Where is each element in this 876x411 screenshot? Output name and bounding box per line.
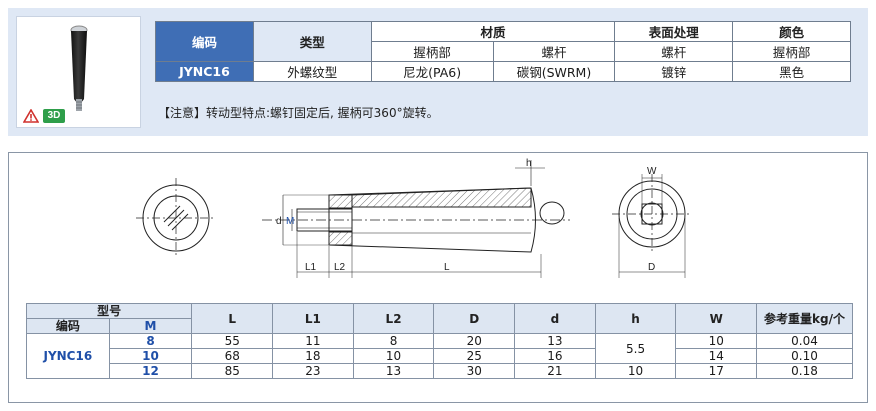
dim-code-value[interactable]: JYNC16 [26,333,110,379]
label-D: D [648,262,655,273]
dim-col-weight: 参考重量kg/个 [756,303,853,334]
dim-D-value: 25 [433,348,516,364]
label-d: d [276,216,282,227]
dim-d-value: 21 [514,363,596,379]
table-row: JYNC16 8 55 11 8 20 13 5.5 10 0.04 [26,333,853,379]
dim-weight-value: 0.10 [756,348,853,364]
spec-type-value: 外螺纹型 [252,61,372,82]
dim-weight-value: 0.04 [756,333,853,349]
dim-d-value: 13 [514,333,596,349]
3d-model-button[interactable]: 3D [43,109,65,123]
side-view [262,160,570,278]
spec-code-header: 编码 [155,21,254,62]
label-h: h [526,158,532,169]
label-L1: L1 [305,262,317,273]
label-M: M [286,216,294,227]
spec-code-value[interactable]: JYNC16 [155,61,254,82]
dim-L2-value: 10 [352,348,435,364]
spec-type-header: 类型 [252,21,372,62]
dim-h-value: 10 [594,363,677,379]
spec-sub-grip-color: 握柄部 [732,41,851,62]
dim-L1-value: 11 [272,333,354,349]
dim-col-W: W [675,303,758,334]
dim-W-value: 14 [675,348,758,364]
dim-D-value: 20 [433,333,516,349]
label-L2: L2 [334,262,346,273]
dim-col-d: d [514,303,596,334]
dim-m-header: M [108,318,193,334]
dim-m-value[interactable]: 12 [108,363,193,379]
spec-surface-header: 表面处理 [614,21,734,42]
dim-m-value[interactable]: 8 [108,333,193,349]
dim-h-value: 5.5 [594,333,677,364]
product-photo: 3D [16,16,141,128]
dim-code-header: 编码 [26,318,110,334]
dim-W-value: 17 [675,363,758,379]
dim-L-value: 68 [191,348,274,364]
spec-sub-grip: 握柄部 [370,41,494,62]
dim-col-L2: L2 [352,303,435,334]
dim-m-value[interactable]: 10 [108,348,193,364]
dim-W-value: 10 [675,333,758,349]
dim-d-value: 16 [514,348,596,364]
label-L: L [444,262,450,273]
handle-photo-image [70,25,88,111]
spec-grip-material: 尼龙(PA6) [370,61,494,82]
dim-D-value: 30 [433,363,516,379]
dim-L-value: 85 [191,363,274,379]
dim-weight-value: 0.18 [756,363,853,379]
dim-model-header: 型号 [25,303,193,319]
table-row: 12 85 23 13 30 21 10 17 0.18 [27,363,853,379]
dim-L2-value: 13 [352,363,435,379]
dim-col-h: h [594,303,677,334]
dim-col-L: L [191,303,274,334]
spec-color-value: 黑色 [732,61,851,82]
end-view-right [612,174,692,278]
spec-material-header: 材质 [370,21,616,42]
table-row: 10 68 18 10 25 16 14 0.10 [27,348,853,364]
dimension-table: 型号 L L1 L2 D d h W 参考重量kg/个 编码 M JYNC16 … [25,303,853,379]
dim-col-D: D [433,303,516,334]
spec-table: 编码 类型 材质 表面处理 颜色 握柄部 螺杆 螺杆 握柄部 JYNC16 外螺… [155,21,851,82]
note-text: 【注意】转动型特点:螺钉固定后, 握柄可360°旋转。 [158,106,439,120]
dim-col-L1: L1 [272,303,354,334]
spec-screw-material: 碳钢(SWRM) [492,61,616,82]
label-W: W [647,166,657,177]
spec-sub-screw-surface: 螺杆 [614,41,734,62]
dim-L1-value: 23 [272,363,354,379]
spec-sub-screw: 螺杆 [492,41,616,62]
technical-drawing: h d M L1 L2 L W D [136,158,692,278]
dim-L2-value: 8 [352,333,435,349]
end-view-left [136,178,216,258]
dim-L1-value: 18 [272,348,354,364]
dim-L-value: 55 [191,333,274,349]
spec-surface-value: 镀锌 [614,61,734,82]
warning-icon[interactable] [23,109,39,123]
